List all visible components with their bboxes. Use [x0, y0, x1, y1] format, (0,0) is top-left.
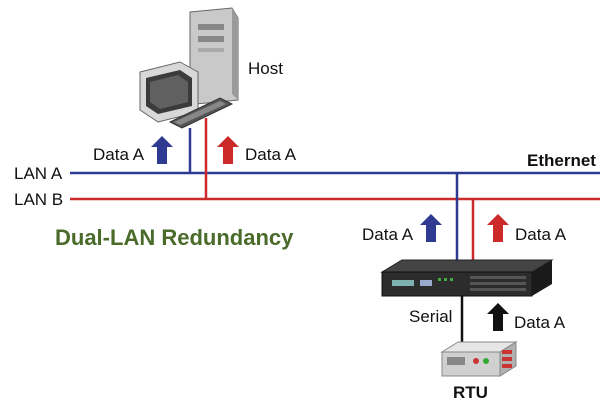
desktop-computer-icon [139, 7, 239, 129]
serial-label: Serial [409, 307, 452, 326]
serial-up-arrow-black-icon [487, 303, 509, 331]
serial-data-label: Data A [514, 313, 566, 332]
device-up-arrow-blue-icon [420, 214, 442, 242]
serial-device-server-icon [380, 259, 554, 297]
diagram-title: Dual-LAN Redundancy [55, 225, 294, 250]
host-up-arrow-red-icon [217, 136, 239, 164]
lan-b-label: LAN B [14, 190, 63, 209]
lan-a-label: LAN A [14, 164, 63, 183]
rtu-unit-icon [440, 341, 518, 377]
host-data-blue-label: Data A [93, 145, 145, 164]
rtu-label: RTU [453, 383, 488, 402]
host-data-red-label: Data A [245, 145, 297, 164]
device-data-blue-label: Data A [362, 225, 414, 244]
host-up-arrow-blue-icon [151, 136, 173, 164]
device-up-arrow-red-icon [487, 214, 509, 242]
ethernet-label: Ethernet [527, 151, 596, 170]
host-label: Host [248, 59, 283, 78]
device-data-red-label: Data A [515, 225, 567, 244]
